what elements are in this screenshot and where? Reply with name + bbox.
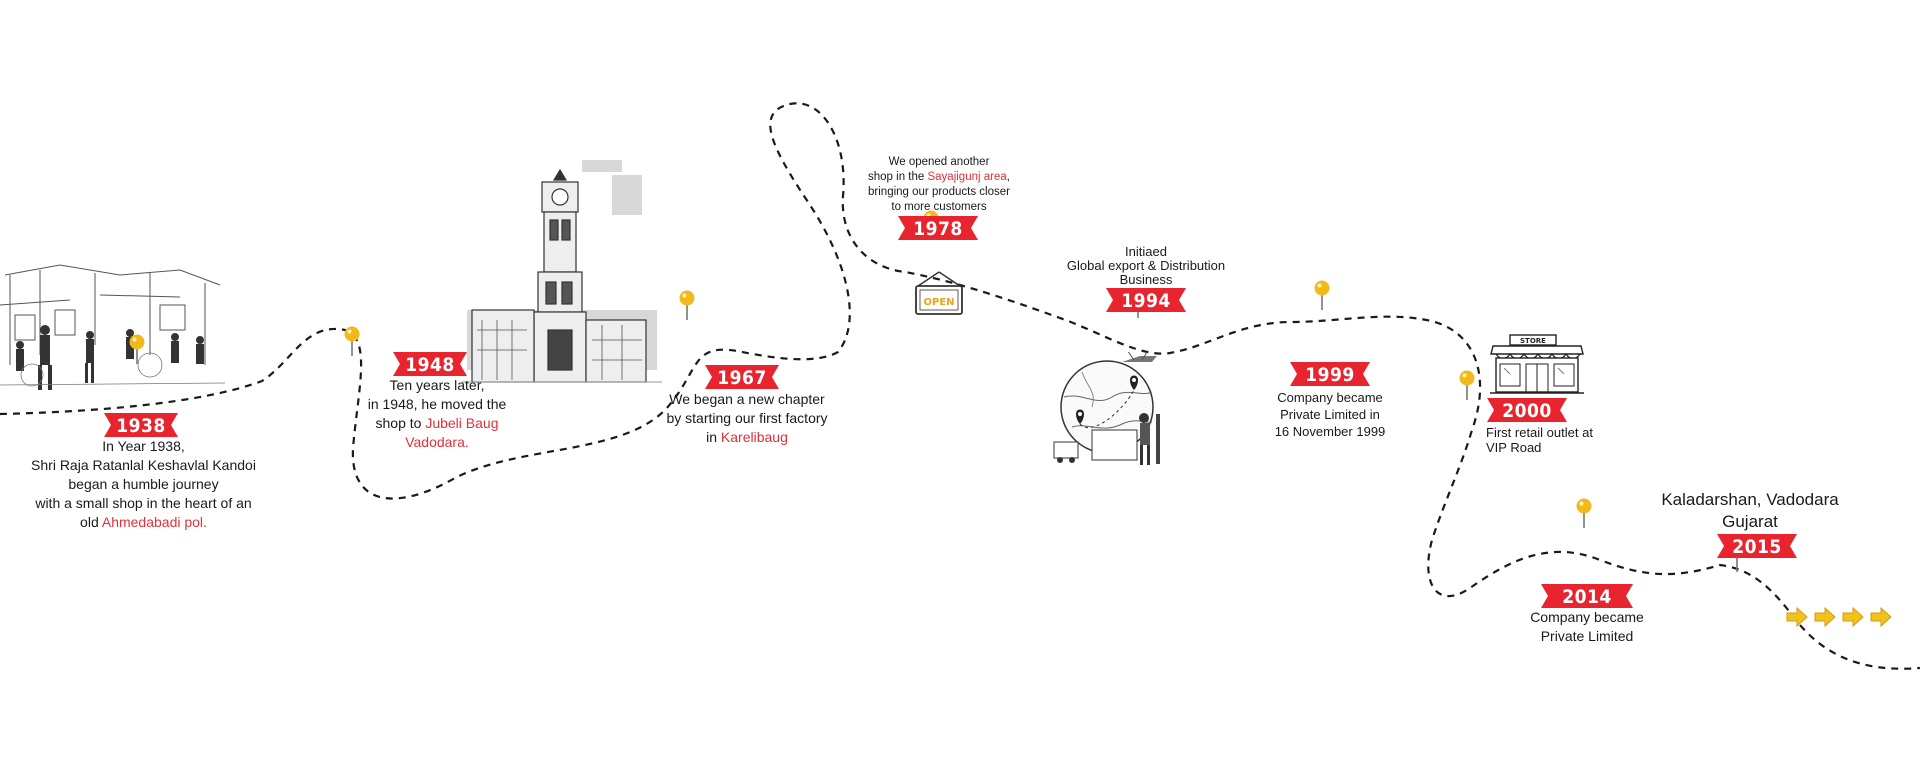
milestone-1994-text: Initiaed Global export & Distribution Bu… [1046,245,1246,287]
text-line: in Karelibaug [652,428,842,447]
year-label: 1999 [1305,364,1355,386]
text-line: Ten years later, [389,377,485,393]
highlight-place: Karelibaug [720,429,788,445]
milestone-1999-text: Company became Private Limited in 16 Nov… [1250,389,1410,440]
text-line: In Year 1938, [102,438,185,454]
text-line: in 1948, he moved the [367,396,507,412]
year-ribbon-2015: 2015 [1717,534,1797,558]
text-line: to more customers [891,201,987,213]
text-line: Private Limited in [1280,407,1380,422]
text-fragment: in [706,429,721,445]
year-ribbon-1967: 1967 [705,365,779,389]
year-label: 1994 [1121,290,1171,312]
text-line: shop in the Sayajigunj area, [856,170,1022,185]
forward-arrow-icon [1786,606,1891,628]
text-line: Vadodara. [356,433,518,452]
text-line: Company became [1277,390,1383,405]
svg-text:STORE: STORE [1520,337,1546,345]
milestone-2014-text: Company became Private Limited [1512,608,1662,646]
year-label: 1978 [913,218,963,240]
text-line: Kaladarshan, Vadodara [1661,490,1839,509]
year-label: 1948 [405,354,455,376]
map-pin-icon [1575,498,1593,528]
map-pin-icon [343,326,361,356]
year-label: 2014 [1562,586,1612,608]
year-ribbon-1978: 1978 [898,216,978,240]
store-front-icon: STORE [1490,334,1584,394]
year-label: 2000 [1502,400,1552,422]
clock-tower-illustration [462,160,662,383]
text-fragment: . [464,434,469,450]
milestone-1938-text: In Year 1938, Shri Raja Ratanlal Keshavl… [0,437,287,532]
text-fragment: old [80,514,102,530]
text-line: shop to Jubeli Baug [356,414,518,433]
text-line: Gujarat [1722,512,1778,531]
text-fragment: . [203,514,207,530]
highlight-place: Sayajigunj area [927,171,1007,183]
milestone-2015-text: Kaladarshan, Vadodara Gujarat [1636,489,1864,533]
text-line: old Ahmedabadi pol. [0,513,287,532]
map-pin-icon [128,334,146,364]
highlight-place: Jubeli Baug [425,415,499,431]
text-fragment: , [1006,171,1010,183]
milestone-2000-text: First retail outlet at VIP Road [1486,425,1646,455]
text-line: Shri Raja Ratanlal Keshavlal Kandoi [31,457,256,473]
year-ribbon-1994: 1994 [1106,288,1186,312]
map-pin-icon [678,290,696,320]
text-line: Private Limited [1540,628,1634,644]
open-sign-icon: OPEN [915,271,963,315]
text-line: Global export & Distribution [1066,258,1226,273]
year-ribbon-1948: 1948 [393,352,467,376]
text-line: began a humble journey [68,476,219,492]
text-line: We began a new chapter [669,391,825,407]
text-line: with a small shop in the heart of an [35,495,252,511]
highlight-place: Ahmedabadi pol [101,514,204,530]
year-label: 2015 [1732,536,1782,558]
map-pin-icon [1458,370,1476,400]
milestone-1978-text: We opened another shop in the Sayajigunj… [856,155,1022,215]
year-ribbon-1999: 1999 [1290,362,1370,386]
text-line: First retail outlet at [1486,425,1593,440]
map-pin-icon [1313,280,1331,310]
year-label: 1938 [116,415,166,437]
text-fragment: shop in the [868,171,928,183]
year-ribbon-2014: 2014 [1541,584,1633,608]
text-line: Company became [1530,609,1644,625]
text-line: We opened another [888,156,990,168]
text-line: VIP Road [1486,440,1542,455]
svg-text:OPEN: OPEN [923,297,954,308]
text-line: 16 November 1999 [1274,424,1386,439]
text-fragment: shop to [375,415,426,431]
globe-logistics-icon [1053,352,1160,465]
text-line: bringing our products closer [868,186,1010,198]
highlight-place: Vadodara [405,434,465,450]
milestone-1948-text: Ten years later, in 1948, he moved the s… [356,376,518,452]
text-line: Initiaed [1125,244,1167,259]
milestone-1967-text: We began a new chapter by starting our f… [652,390,842,447]
year-ribbon-2000: 2000 [1487,398,1567,422]
street-sketch-illustration [0,264,225,390]
text-line: Business [1119,272,1173,287]
year-ribbon-1938: 1938 [104,413,178,437]
year-label: 1967 [717,367,767,389]
text-line: by starting our first factory [666,410,828,426]
